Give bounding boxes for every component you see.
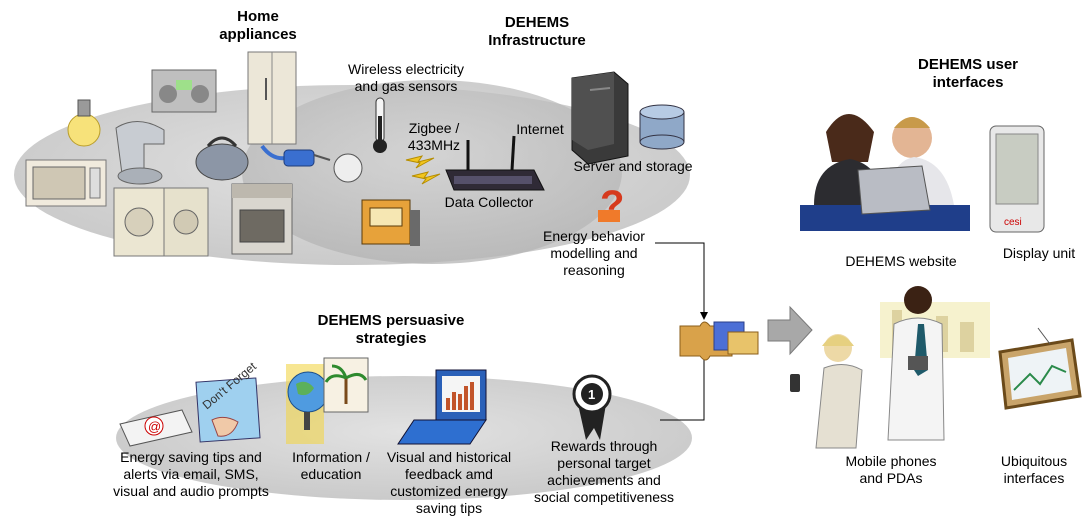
internet-label: Internet <box>516 121 564 137</box>
mobile-label: Mobile phones and PDAs <box>845 453 937 486</box>
email-icon: @ <box>119 409 193 447</box>
user-interfaces-title: DEHEMS user interfaces <box>917 56 1019 91</box>
collector-label: Data Collector <box>444 194 534 210</box>
mixer-icon <box>115 121 165 185</box>
protocol-label: Zigbee / 433MHz <box>407 120 461 153</box>
infrastructure-inner-cloud <box>242 80 622 264</box>
people-laptop-icon <box>800 114 970 231</box>
strategies-title: DEHEMS persuasive strategies <box>317 312 465 347</box>
puzzle-icon <box>679 321 759 361</box>
email-at-symbol: @ <box>148 419 161 434</box>
server-label: Server and storage <box>573 158 693 174</box>
modelling-label: Energy behavior modelling and reasoning <box>543 228 645 278</box>
connector-arrowhead-top <box>700 312 708 320</box>
lightbulb-icon <box>67 99 101 147</box>
router-icon <box>445 135 545 191</box>
laptop-chart-icon <box>397 369 487 445</box>
server-icon <box>571 71 629 165</box>
microwave-icon <box>25 159 107 207</box>
stove-icon <box>231 183 293 255</box>
display-unit-label: Display unit <box>1002 245 1076 261</box>
frame-icon <box>998 327 1082 410</box>
infrastructure-title: DEHEMS Infrastructure <box>488 14 586 49</box>
award-icon: 1 <box>572 374 612 440</box>
fridge-icon <box>247 51 297 145</box>
sensors-label: Wireless electricity and gas sensors <box>348 61 464 94</box>
ubiquitous-label: Ubiquitous interfaces <box>1000 453 1068 486</box>
washer-icon <box>113 187 165 257</box>
home-appliances-title: Home appliances <box>219 8 297 43</box>
note-icon: Don't Forget <box>195 359 261 443</box>
strategy-education-label: Information / education <box>292 449 370 482</box>
thermometer-icon <box>373 97 387 153</box>
strategy-feedback-label: Visual and historical feedback amd custo… <box>386 449 512 516</box>
strategy-tips-label: Energy saving tips and alerts via email,… <box>113 449 269 499</box>
database-icon <box>639 104 685 150</box>
arrow-icon <box>767 305 813 356</box>
businessman-icon <box>887 286 945 441</box>
strategy-rewards-label: Rewards through personal target achievem… <box>533 438 675 505</box>
plug-icon <box>260 144 363 183</box>
display-unit-icon: cesi <box>989 125 1045 233</box>
website-label: DEHEMS website <box>845 253 957 269</box>
award-number: 1 <box>588 387 595 402</box>
dryer-icon <box>163 187 209 257</box>
phone-woman-icon <box>790 334 863 449</box>
palm-icon <box>323 357 369 413</box>
connector-lines <box>655 242 705 421</box>
lightning-icon <box>405 155 441 185</box>
display-logo: cesi <box>1004 217 1022 228</box>
question-icon: ? <box>598 183 624 227</box>
meter-icon <box>361 199 420 246</box>
globe-icon <box>286 364 329 444</box>
radio-icon <box>151 69 217 113</box>
kettle-icon <box>195 136 249 181</box>
